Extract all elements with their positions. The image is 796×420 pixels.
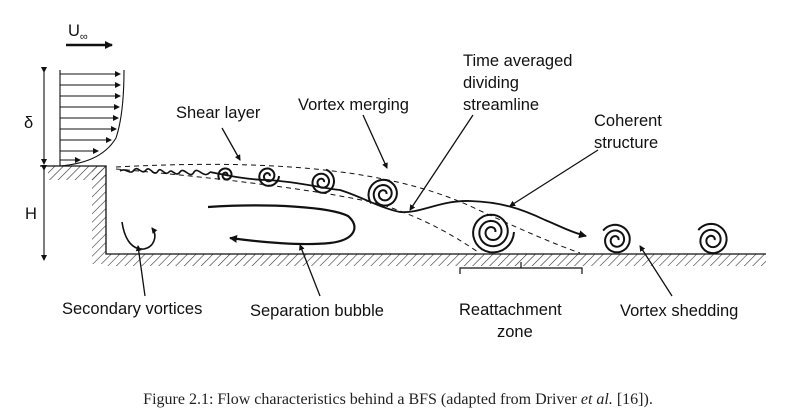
leader-lines: [135, 114, 673, 297]
shear-vortex-2: [258, 167, 280, 187]
merging-vortex-1: [311, 168, 336, 194]
dividing-streamline: [115, 163, 581, 254]
reattachment-zone-label: Reattachment zone: [459, 301, 566, 341]
separation-bubble-label: Separation bubble: [250, 302, 384, 320]
shear-vortex-1: [217, 167, 233, 181]
coherent-vortex: [472, 213, 515, 254]
delta-label: δ: [24, 114, 33, 132]
reattachment-zone-bracket: [459, 262, 583, 274]
secondary-vortices-label: Secondary vortices: [62, 300, 202, 318]
vortex-shedding-label: Vortex shedding: [620, 302, 738, 320]
separation-bubble: [207, 204, 356, 246]
h-label: H: [25, 205, 37, 223]
shed-vortex-2: [697, 222, 728, 255]
dividing-streamline-label: Time averaged dividing streamline: [463, 52, 577, 114]
vortex-merging-label: Vortex merging: [298, 96, 409, 114]
vortex-spirals: [217, 167, 728, 255]
boundary-layer-profile: [59, 69, 125, 167]
shear-trajectory: [209, 171, 587, 239]
coherent-structure-label: Coherent structure: [594, 112, 666, 152]
u-inf-label: U∞: [68, 22, 88, 43]
merging-vortex-2: [367, 178, 398, 207]
figure-caption: Figure 2.1: Flow characteristics behind …: [143, 391, 653, 408]
shear-layer-label: Shear layer: [176, 104, 261, 122]
secondary-vortex: [121, 221, 158, 250]
step-wall: [40, 165, 766, 266]
shear-layer-vortices: [119, 167, 211, 176]
shed-vortex-1: [602, 223, 631, 254]
